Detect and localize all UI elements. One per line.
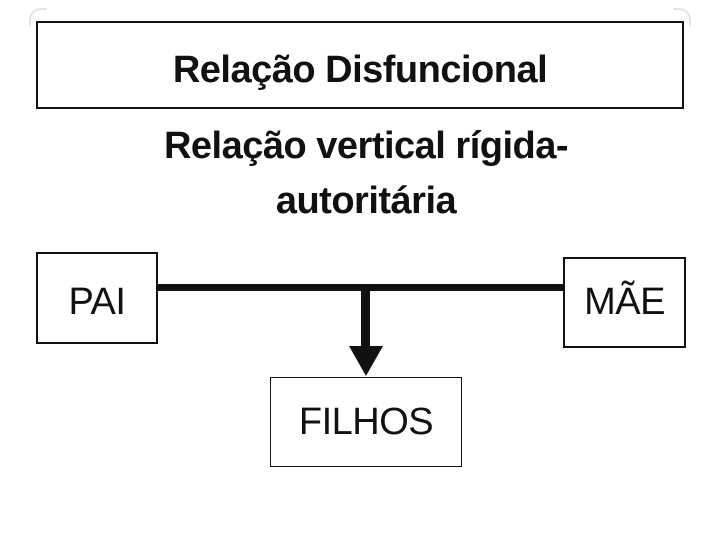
slide-title: Relação Disfuncional (172, 48, 548, 91)
subtitle-line-1: Relação vertical rígida- (163, 125, 569, 167)
node-box-father: PAI (36, 252, 158, 344)
title-box: Relação Disfuncional (36, 21, 684, 109)
down-arrow-shaft (361, 290, 370, 351)
rounded-corner-mark-top-right (673, 8, 691, 26)
subtitle-line-2: autoritária (275, 180, 457, 222)
node-box-mother: MÃE (563, 257, 686, 348)
father-label: PAI (68, 280, 126, 323)
node-box-children: FILHOS (270, 377, 462, 467)
parents-connector-bar (158, 284, 563, 291)
rounded-corner-mark-top-left (29, 8, 47, 26)
children-label: FILHOS (298, 400, 434, 443)
subtitle: Relação vertical rígida- autoritária (12, 119, 720, 229)
down-arrow-head-icon (349, 346, 383, 376)
mother-label: MÃE (584, 281, 665, 323)
